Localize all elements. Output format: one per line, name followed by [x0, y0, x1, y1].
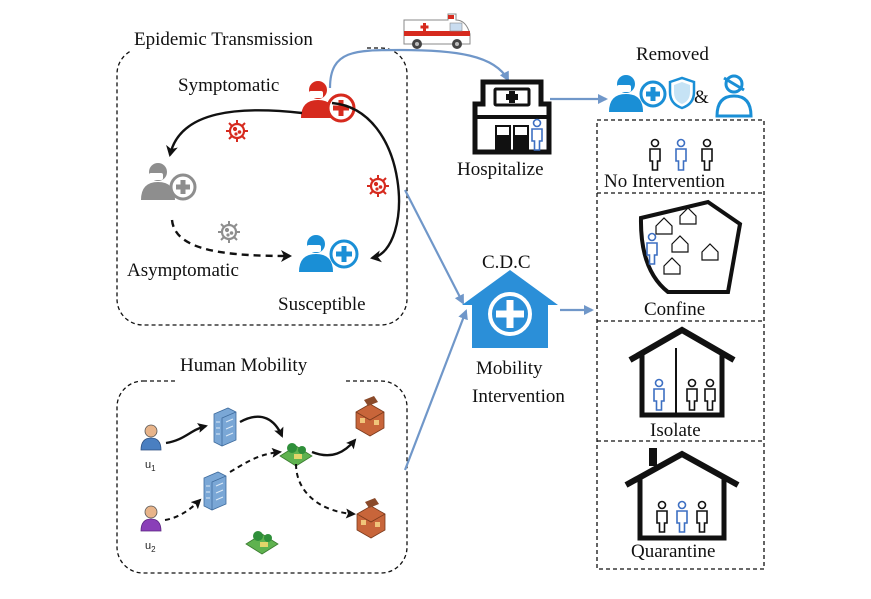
user-u2-label: u2 — [145, 540, 156, 555]
intervention-label-no-intervention: No Intervention — [604, 171, 725, 192]
asymptomatic-label: Asymptomatic — [127, 260, 239, 281]
symptomatic-person-icon — [301, 81, 356, 123]
trajectory-u2-leg3 — [295, 463, 356, 519]
arrow-symptomatic-to-susceptible — [331, 101, 401, 263]
arrow-to-hospital — [328, 48, 509, 89]
mobility-intervention-label-line2: Intervention — [472, 386, 565, 407]
no-intervention-people-icon — [649, 138, 713, 171]
intervention-label-confine: Confine — [644, 299, 706, 320]
trajectory-u2-leg2 — [229, 447, 282, 473]
intervention-label-isolate: Isolate — [650, 420, 701, 441]
susceptible-label: Susceptible — [278, 294, 366, 315]
park-icon-2 — [245, 531, 279, 555]
trajectory-u2-leg1 — [164, 498, 202, 521]
trajectory-u1-leg2 — [239, 415, 284, 438]
isolate-house-icon — [628, 326, 736, 418]
office-building-icon-1 — [213, 407, 237, 447]
removed-label: Removed — [636, 44, 709, 65]
cdc-label: C.D.C — [482, 252, 531, 273]
arrow-symptomatic-to-asymptomatic — [166, 109, 303, 157]
asymptomatic-person-icon — [141, 163, 197, 201]
virus-icon-gray — [216, 219, 242, 245]
park-icon-1 — [279, 443, 313, 467]
removed-recovered-icon — [609, 75, 696, 112]
quarantine-house-icon — [624, 448, 740, 541]
user-u1-icon — [140, 424, 162, 451]
arrow-mobility-to-cdc — [403, 309, 468, 471]
shop-building-icon-2 — [356, 498, 386, 539]
virus-icon-red-top — [224, 118, 250, 144]
intervention-label-quarantine: Quarantine — [631, 541, 716, 562]
trajectory-u1-leg1 — [165, 423, 208, 445]
ambulance-icon — [403, 13, 471, 49]
mobility-intervention-label-line1: Mobility — [476, 358, 543, 379]
mobility-panel-title: Human Mobility — [180, 355, 308, 376]
user-u2-icon — [140, 505, 162, 532]
office-building-icon-2 — [203, 471, 227, 511]
susceptible-person-icon — [299, 235, 359, 272]
symptomatic-label: Symptomatic — [178, 75, 280, 96]
removed-joiner-label: & — [694, 87, 709, 108]
user-u1-label: u1 — [145, 459, 156, 474]
shop-building-icon-1 — [355, 396, 385, 437]
removed-deceased-icon — [715, 74, 753, 118]
epidemic-panel-title: Epidemic Transmission — [134, 29, 313, 50]
arrow-epidemic-to-cdc — [404, 189, 464, 305]
confine-region-icon — [638, 199, 743, 294]
arrow-asymptomatic-to-susceptible — [170, 219, 292, 262]
virus-icon-red-right — [365, 173, 391, 199]
trajectory-u1-leg3 — [311, 438, 357, 457]
cdc-icon — [462, 270, 558, 348]
hospitalize-label: Hospitalize — [457, 159, 544, 180]
hospital-icon — [472, 79, 552, 155]
